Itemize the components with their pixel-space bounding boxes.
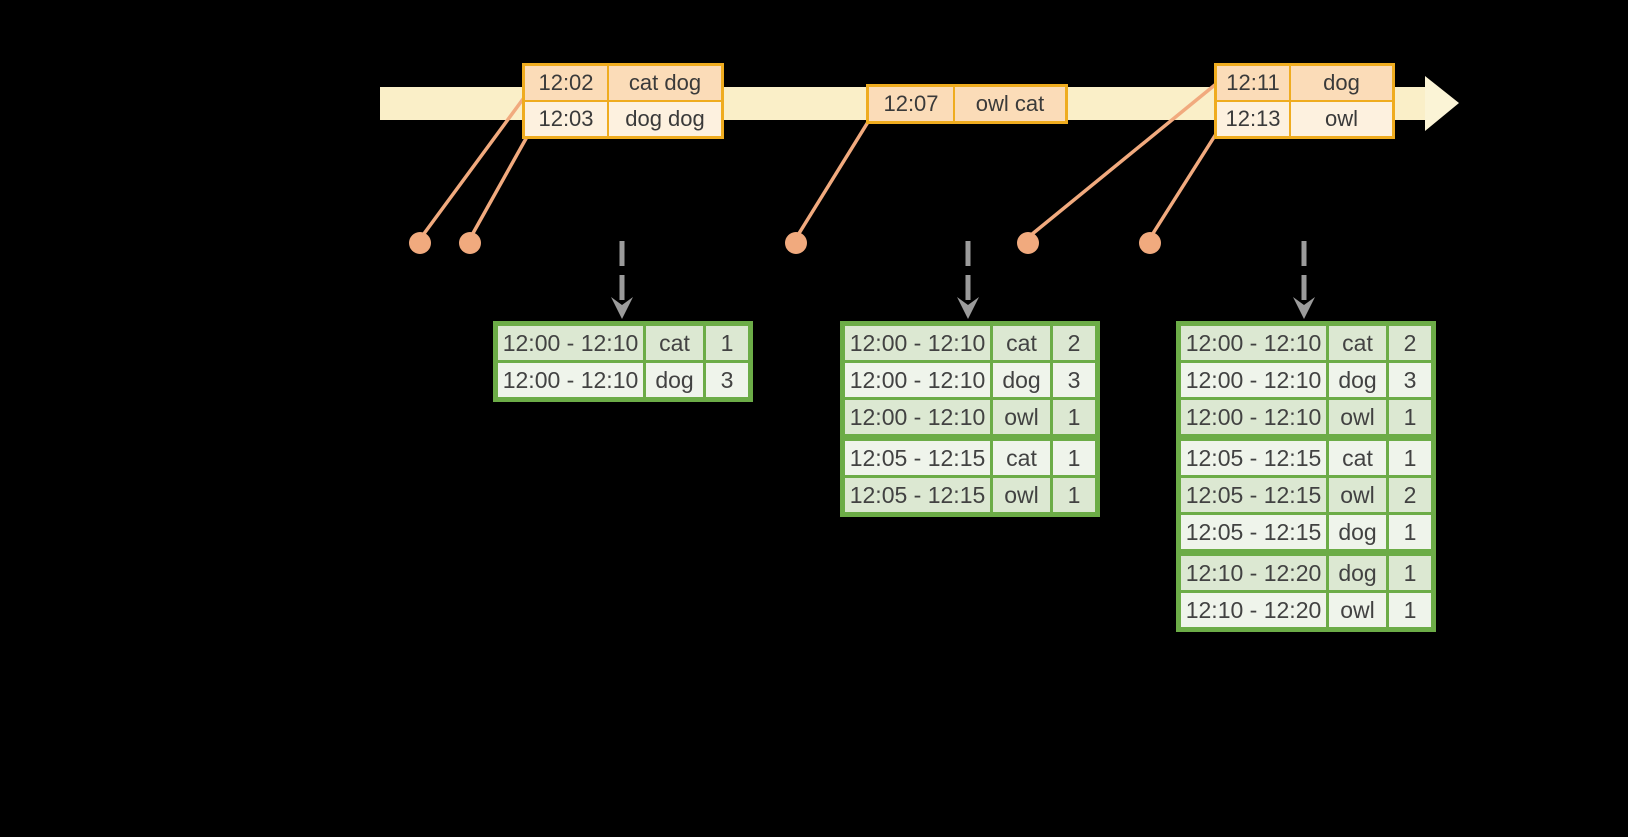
word-cell: owl xyxy=(1326,397,1389,439)
word-cell: dog xyxy=(990,360,1053,400)
event-time-cell: 12:03 xyxy=(525,102,607,136)
count-cell: 3 xyxy=(1386,360,1435,400)
word-cell: owl xyxy=(1326,475,1389,515)
word-cell: cat xyxy=(990,434,1053,478)
window-cell: 12:00 - 12:10 xyxy=(1177,397,1329,439)
down-arrow-icon xyxy=(611,297,633,319)
word-cell: dog xyxy=(1326,549,1389,593)
trigger-dot-icon xyxy=(785,232,807,254)
window-cell: 12:00 - 12:10 xyxy=(494,322,646,363)
event-to-trigger-line xyxy=(1029,82,1218,237)
count-cell: 1 xyxy=(1386,434,1435,478)
window-cell: 12:00 - 12:10 xyxy=(1177,322,1329,363)
event-to-trigger-line xyxy=(796,121,870,236)
down-arrow-icon xyxy=(1293,297,1315,319)
window-cell: 12:10 - 12:20 xyxy=(1177,549,1329,593)
count-cell: 1 xyxy=(1050,434,1099,478)
word-cell: dog xyxy=(1326,360,1389,400)
event-words-cell: dog dog xyxy=(609,102,721,136)
word-cell: owl xyxy=(1326,590,1389,631)
window-cell: 12:00 - 12:10 xyxy=(841,360,993,400)
count-cell: 1 xyxy=(1386,512,1435,554)
event-time-cell: 12:13 xyxy=(1217,102,1289,136)
event-to-trigger-line xyxy=(421,93,528,237)
count-cell: 2 xyxy=(1386,475,1435,515)
window-cell: 12:05 - 12:15 xyxy=(841,475,993,516)
event-words-cell: owl cat xyxy=(955,87,1065,121)
window-cell: 12:05 - 12:15 xyxy=(1177,475,1329,515)
window-cell: 12:05 - 12:15 xyxy=(1177,434,1329,478)
event-time-cell: 12:07 xyxy=(869,87,953,121)
trigger-dot-icon xyxy=(409,232,431,254)
word-cell: dog xyxy=(1326,512,1389,554)
count-cell: 3 xyxy=(1050,360,1099,400)
trigger-dot-icon xyxy=(459,232,481,254)
event-time-cell: 12:02 xyxy=(525,66,607,100)
count-cell: 1 xyxy=(1050,475,1099,516)
window-cell: 12:05 - 12:15 xyxy=(841,434,993,478)
event-time-cell: 12:11 xyxy=(1217,66,1289,100)
count-cell: 2 xyxy=(1050,322,1099,363)
word-cell: dog xyxy=(643,360,706,401)
window-cell: 12:00 - 12:10 xyxy=(841,322,993,363)
count-cell: 1 xyxy=(703,322,752,363)
count-cell: 3 xyxy=(703,360,752,401)
word-cell: cat xyxy=(1326,322,1389,363)
window-cell: 12:00 - 12:10 xyxy=(494,360,646,401)
count-cell: 1 xyxy=(1386,590,1435,631)
trigger-dot-icon xyxy=(1017,232,1039,254)
event-to-trigger-line xyxy=(470,134,530,236)
trigger-dot-icon xyxy=(1139,232,1161,254)
event-to-trigger-line xyxy=(1150,133,1218,236)
word-cell: cat xyxy=(1326,434,1389,478)
count-cell: 1 xyxy=(1386,397,1435,439)
word-cell: cat xyxy=(643,322,706,363)
window-cell: 12:00 - 12:10 xyxy=(841,397,993,439)
event-words-cell: owl xyxy=(1291,102,1392,136)
down-arrow-icon xyxy=(957,297,979,319)
event-words-cell: dog xyxy=(1291,66,1392,100)
window-cell: 12:00 - 12:10 xyxy=(1177,360,1329,400)
window-cell: 12:05 - 12:15 xyxy=(1177,512,1329,554)
count-cell: 2 xyxy=(1386,322,1435,363)
count-cell: 1 xyxy=(1386,549,1435,593)
window-cell: 12:10 - 12:20 xyxy=(1177,590,1329,631)
word-cell: owl xyxy=(990,475,1053,516)
count-cell: 1 xyxy=(1050,397,1099,439)
event-words-cell: cat dog xyxy=(609,66,721,100)
timeline-arrowhead-icon xyxy=(1425,76,1459,131)
word-cell: cat xyxy=(990,322,1053,363)
word-cell: owl xyxy=(990,397,1053,439)
